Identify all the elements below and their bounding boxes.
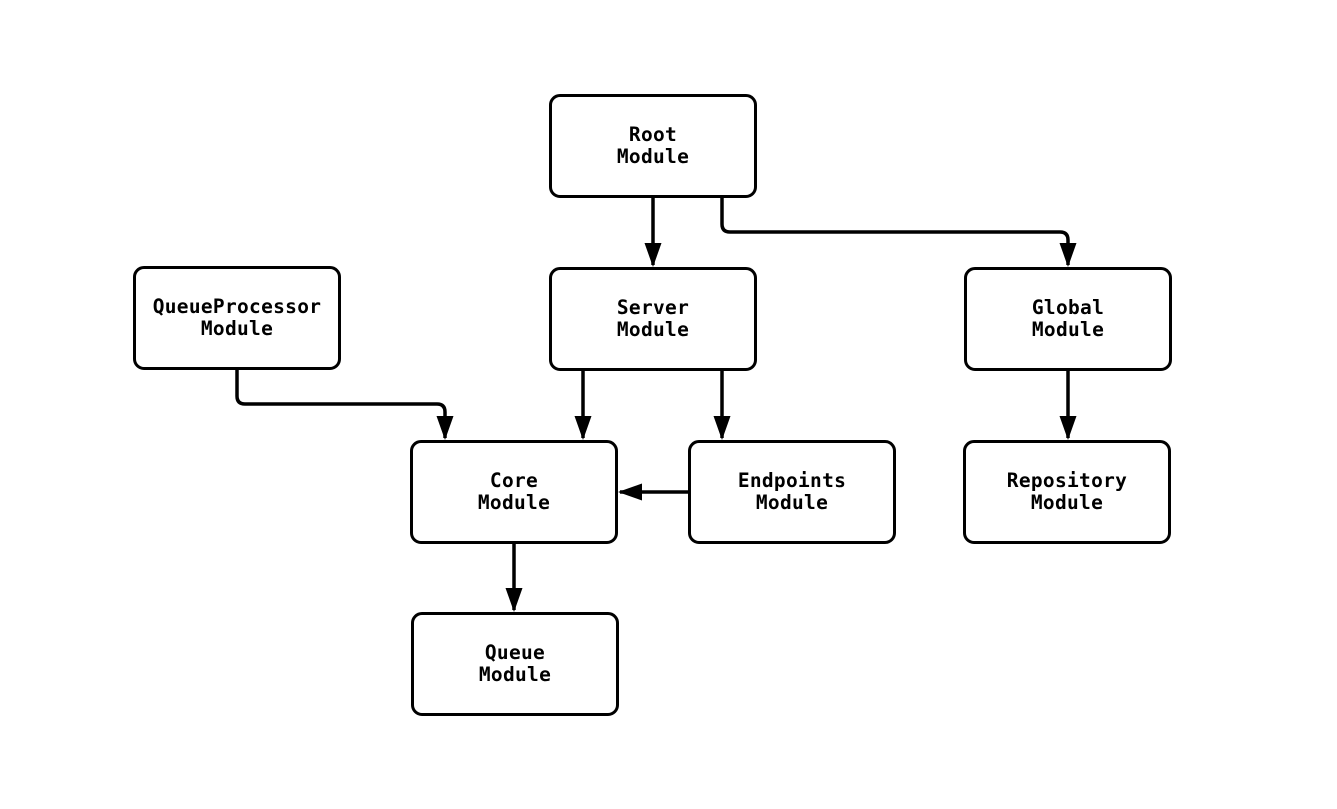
- node-server-module: Server Module: [549, 267, 757, 371]
- node-label-line1: Global: [1031, 296, 1105, 319]
- node-label-line2: Module: [1031, 318, 1105, 341]
- node-queueprocessor-module: QueueProcessor Module: [133, 266, 341, 370]
- node-label-line2: Module: [616, 318, 690, 341]
- node-core-module: Core Module: [410, 440, 618, 544]
- node-label-line1: Root: [628, 123, 678, 146]
- edge-root-to-global: [720, 198, 1077, 267]
- node-label-line2: Module: [200, 317, 274, 340]
- node-queue-module: Queue Module: [411, 612, 619, 716]
- node-label-line1: Queue: [484, 641, 546, 664]
- node-label-line1: Endpoints: [737, 469, 847, 492]
- node-label-line2: Module: [755, 491, 829, 514]
- node-label-line1: Server: [616, 296, 690, 319]
- node-root-module: Root Module: [549, 94, 757, 198]
- node-endpoints-module: Endpoints Module: [688, 440, 896, 544]
- node-label-line1: Core: [489, 469, 539, 492]
- edge-queueprocessor-to-core: [235, 370, 454, 440]
- node-global-module: Global Module: [964, 267, 1172, 371]
- node-label-line1: Repository: [1006, 469, 1128, 492]
- node-repository-module: Repository Module: [963, 440, 1171, 544]
- node-label-line2: Module: [477, 491, 551, 514]
- node-label-line2: Module: [478, 663, 552, 686]
- node-label-line2: Module: [616, 145, 690, 168]
- node-label-line2: Module: [1030, 491, 1104, 514]
- node-label-line1: QueueProcessor: [152, 295, 322, 318]
